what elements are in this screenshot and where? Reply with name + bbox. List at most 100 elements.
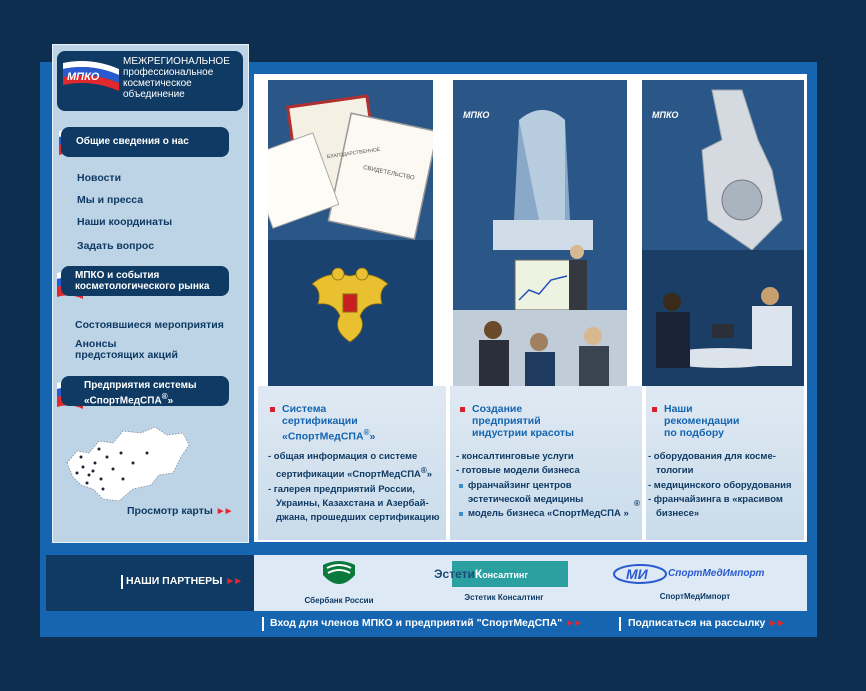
section-enterprises-quote: »	[167, 395, 174, 407]
section-enterprises-brand: «СпортМедСПА	[84, 395, 162, 407]
col-certification: Система сертификации «СпортМедСПА®» - об…	[258, 386, 446, 540]
square-bullet-icon	[459, 483, 463, 488]
logo-line4: объединение	[123, 89, 185, 100]
title-quote: »	[369, 430, 376, 443]
section-enterprises-header[interactable]: Предприятия системы «СпортМедСПА®»	[61, 376, 229, 406]
bullet-icon	[460, 407, 465, 412]
section-events-header[interactable]: МПКО и события косметологического рынка	[61, 266, 229, 296]
col-industry-title[interactable]: Создание предприятий индустрии красоты	[472, 403, 574, 439]
members-login-link[interactable]: Вход для членов МПКО и предприятий "Спор…	[270, 617, 583, 629]
arrow-icon: ►►	[565, 618, 583, 629]
nav-past-events[interactable]: Состоявшиеся мероприятия	[75, 319, 224, 331]
square-bullet-icon	[459, 512, 463, 517]
nav-press[interactable]: Мы и пресса	[77, 194, 144, 206]
col-equipment: Наши рекомендации по подбору - оборудова…	[646, 386, 804, 540]
partners-label: НАШИ ПАРТНЕРЫ ►►	[126, 575, 243, 587]
title-line: предприятий	[472, 415, 541, 427]
col-industry-items: - консалтинговые услуги - готовые модели…	[456, 450, 640, 521]
certificates-image: БЛАГОДАРСТВЕННОЕ СВИДЕТЕЛЬСТВО	[246, 80, 439, 386]
logo[interactable]: МПКО МЕЖРЕГИОНАЛЬНОЕ профессиональное ко…	[57, 51, 243, 111]
list-item[interactable]: - консалтинговые услуги	[456, 451, 574, 462]
partner-estetik-name: Эстетик Консалтинг	[464, 593, 544, 602]
nav-announcements[interactable]: Анонсы	[75, 338, 117, 350]
separator	[262, 617, 264, 631]
title-line: Создание	[472, 403, 523, 415]
list-item[interactable]: - общая информация о системе	[268, 451, 418, 462]
arrow-icon: ►►	[215, 506, 234, 517]
russia-map-icon[interactable]	[63, 423, 191, 505]
svg-text:МИ: МИ	[626, 566, 649, 582]
sidebar: МПКО МЕЖРЕГИОНАЛЬНОЕ профессиональное ко…	[52, 44, 249, 543]
col-industry: Создание предприятий индустрии красоты -…	[450, 386, 642, 540]
title-brand: «СпортМедСПА	[282, 430, 364, 443]
section-events-title-2: косметологического рынка	[75, 281, 210, 292]
partner-sberbank-name: Сбербанк России	[304, 596, 374, 605]
map-link-label: Просмотр карты	[127, 505, 213, 517]
title-line: сертификации	[282, 415, 358, 427]
sportmed-swoosh-icon: МИ	[613, 564, 667, 584]
list-item[interactable]: - франчайзинга в «красивом	[648, 493, 783, 505]
list-item: джана, прошедших сертификацию	[276, 512, 440, 524]
panel-abbr-2: МПКО	[652, 110, 678, 120]
partner-sberbank[interactable]: Сбербанк России	[284, 559, 394, 609]
list-item-tail: »	[426, 469, 433, 481]
partner-sportmedimport[interactable]: МИ СпортМедИмпорт СпортМедИмпорт	[610, 561, 780, 609]
separator	[619, 617, 621, 631]
list-item[interactable]: франчайзинг центров	[456, 479, 629, 493]
list-item: бизнесе»	[656, 508, 700, 520]
logo-line3: косметическое	[123, 78, 192, 89]
map-link[interactable]: Просмотр карты ►►	[127, 505, 234, 517]
partner-estetik[interactable]: ЭстетиКонсалтинг Эстетик Консалтинг	[434, 559, 574, 609]
estetik-logo-text: ЭстетиКонсалтинг	[434, 567, 528, 581]
bullet-icon	[652, 407, 657, 412]
estetik-logo-c: онсалтинг	[482, 570, 529, 580]
main-content: БЛАГОДАРСТВЕННОЕ СВИДЕТЕЛЬСТВО МПКО	[246, 74, 807, 542]
sportmedimport-logo: МИ СпортМедИмпорт	[610, 561, 780, 587]
logo-text: МЕЖРЕГИОНАЛЬНОЕ профессиональное космети…	[123, 56, 230, 100]
reg-mark: ®	[420, 466, 427, 476]
list-item: эстетической медицины	[468, 493, 584, 505]
subscribe-link[interactable]: Подписаться на рассылку ►►	[628, 617, 786, 629]
reg-mark: ®	[634, 499, 640, 509]
reg-mark: ®	[161, 392, 168, 401]
reg-mark: ®	[363, 428, 370, 437]
title-line: индустрии красоты	[472, 427, 575, 439]
section-enterprises-title-2: «СпортМедСПА®»	[84, 391, 173, 406]
title-line: Наши	[664, 403, 693, 415]
panel-certification[interactable]: БЛАГОДАРСТВЕННОЕ СВИДЕТЕЛЬСТВО	[246, 80, 439, 386]
nav-contacts[interactable]: Наши координаты	[77, 216, 173, 228]
sportmed-logo-text: СпортМедИмпорт	[668, 568, 765, 579]
section-about-header[interactable]: Общие сведения о нас	[61, 127, 229, 157]
list-item[interactable]: - готовые модели бизнеса	[456, 465, 580, 477]
bullet-icon	[270, 407, 275, 412]
section-enterprises-title-1: Предприятия системы	[84, 380, 197, 391]
list-item[interactable]: модель бизнеса «СпортМедСПА » ®	[456, 499, 640, 521]
col-certification-items: - общая информация о системе сертификаци…	[268, 450, 439, 526]
sberbank-logo-icon	[323, 561, 355, 584]
list-item-text: франчайзинг центров	[468, 479, 572, 491]
title-line: Система	[282, 403, 327, 415]
nav-news[interactable]: Новости	[77, 172, 122, 184]
list-item[interactable]: - медицинского оборудования	[648, 479, 792, 491]
list-item[interactable]: сертификации «СпортМедСПА®»	[268, 464, 439, 482]
business-building-image: МПКО	[453, 80, 627, 386]
col-certification-title[interactable]: Система сертификации «СпортМедСПА®»	[282, 403, 375, 443]
col-equipment-items: - оборудования для косме- тологии - меди…	[648, 450, 792, 521]
panel-industry[interactable]: МПКО	[453, 80, 627, 386]
list-item-text: модель бизнеса «СпортМедСПА »	[468, 508, 629, 520]
nav-ask-question[interactable]: Задать вопрос	[77, 240, 155, 252]
list-item[interactable]: - оборудования для косме-	[648, 451, 776, 462]
list-item[interactable]: - галерея предприятий России,	[268, 483, 415, 495]
title-line: рекомендации	[664, 415, 740, 427]
nav-upcoming[interactable]: предстоящих акций	[75, 349, 178, 361]
equipment-meeting-image: МПКО	[642, 80, 804, 386]
panel-equipment[interactable]: МПКО	[642, 80, 804, 386]
list-item: Украины, Казахстана и Азербай-	[276, 498, 429, 510]
logo-line2: профессиональное	[123, 67, 214, 78]
estetik-logo: ЭстетиКонсалтинг	[434, 559, 574, 589]
members-login-label: Вход для членов МПКО и предприятий "Спор…	[270, 617, 563, 629]
logo-abbr: МПКО	[67, 71, 100, 83]
estetik-logo-bg	[452, 561, 568, 587]
col-equipment-title[interactable]: Наши рекомендации по подбору	[664, 403, 739, 439]
title-line: «СпортМедСПА®»	[282, 427, 375, 443]
